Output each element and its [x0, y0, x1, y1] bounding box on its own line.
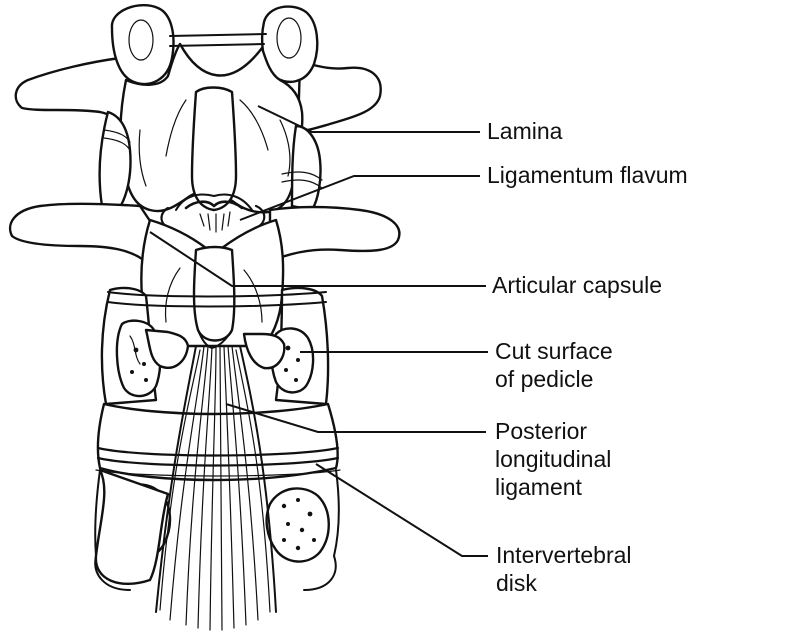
middle-right-transverse-process — [270, 207, 399, 262]
upper-spinous-process — [192, 88, 236, 211]
label-cut-surface-line2: of pedicle — [495, 366, 593, 393]
label-cut-surface-line1: Cut surface — [495, 338, 613, 365]
label-articular-capsule: Articular capsule — [492, 272, 662, 299]
middle-spinous-process — [194, 247, 234, 341]
label-posterior-line1: Posterior — [495, 418, 587, 445]
label-lamina: Lamina — [487, 118, 562, 145]
label-posterior-line3: ligament — [495, 474, 582, 501]
right-inferior-articular-process — [244, 334, 284, 368]
upper-left-superior-facet — [112, 5, 174, 84]
label-intervertebral-line1: Intervertebral — [496, 542, 632, 569]
posterior-longitudinal-ligament — [156, 346, 276, 630]
lower-vertebral-body — [98, 404, 338, 480]
label-intervertebral-line2: disk — [496, 570, 537, 597]
label-ligamentum-flavum: Ligamentum flavum — [487, 162, 688, 189]
leader-intervertebral-disk — [316, 464, 488, 556]
lower-vertebral-left-flank — [96, 470, 168, 584]
label-posterior-line2: longitudinal — [495, 446, 611, 473]
middle-left-transverse-process — [10, 204, 160, 262]
